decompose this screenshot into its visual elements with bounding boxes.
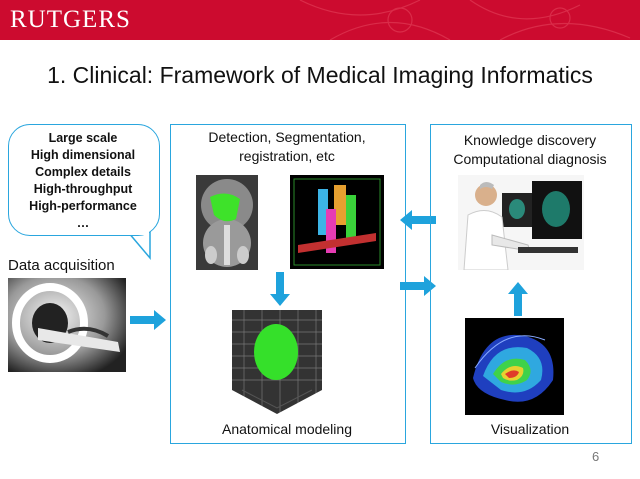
right-arrow-icon bbox=[130, 310, 166, 330]
bubble-line: Large scale bbox=[48, 131, 118, 145]
left-arrow-icon bbox=[400, 210, 436, 230]
bubble-text: Large scale High dimensional Complex det… bbox=[8, 130, 158, 232]
up-arrow-icon bbox=[508, 282, 528, 316]
rutgers-logo: RUTGERS bbox=[10, 6, 131, 33]
knowledge-box bbox=[430, 124, 632, 444]
bubble-line: High-performance bbox=[29, 199, 137, 213]
bubble-line: High-throughput bbox=[33, 182, 133, 196]
down-arrow-icon bbox=[270, 272, 290, 306]
header-banner: RUTGERS bbox=[0, 0, 640, 40]
detection-label-line2: registration, etc bbox=[239, 148, 335, 164]
page-number: 6 bbox=[592, 449, 600, 464]
anatomical-modeling-label: Anatomical modeling bbox=[222, 421, 352, 437]
bubble-line: … bbox=[76, 216, 90, 230]
knowledge-label-line1: Knowledge discovery bbox=[463, 132, 597, 148]
detection-label-line1: Detection, Segmentation, bbox=[208, 129, 366, 145]
bubble-line: Complex details bbox=[35, 165, 131, 179]
banner-pattern bbox=[299, 0, 631, 40]
doctor-workstation-image bbox=[458, 175, 584, 270]
right-arrow-icon bbox=[400, 276, 436, 296]
visualization-image bbox=[465, 318, 564, 415]
data-acquisition-label: Data acquisition bbox=[8, 257, 115, 274]
anatomical-model-image bbox=[232, 310, 322, 414]
slide-title: 1. Clinical: Framework of Medical Imagin… bbox=[47, 62, 593, 88]
registration-3d-image bbox=[290, 175, 384, 269]
speech-bubble bbox=[8, 124, 160, 236]
mri-scanner-image bbox=[8, 278, 126, 372]
visualization-label: Visualization bbox=[490, 421, 570, 437]
ct-segmentation-image bbox=[196, 175, 258, 270]
knowledge-label-line2: Computational diagnosis bbox=[453, 151, 607, 167]
bubble-line: High dimensional bbox=[30, 148, 136, 162]
